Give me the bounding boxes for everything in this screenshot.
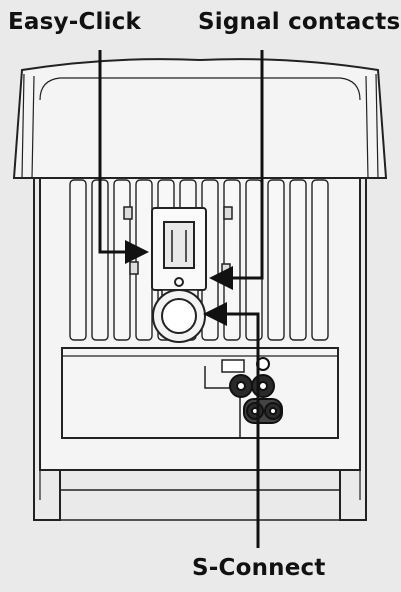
- easy-click-plate: [151, 207, 207, 291]
- signal-contacts-leader: [209, 50, 264, 290]
- s-connect-socket: [152, 289, 206, 343]
- connector-panel: [61, 347, 339, 439]
- callout-lines: [98, 50, 264, 548]
- s-connect-label: S-Connect: [192, 555, 326, 581]
- s-connect-leader: [203, 302, 260, 548]
- easy-click-label: Easy-Click: [8, 9, 142, 35]
- jacks: [229, 357, 283, 424]
- signal-contacts-label: Signal contacts: [198, 9, 401, 35]
- easy-click-leader: [98, 50, 149, 264]
